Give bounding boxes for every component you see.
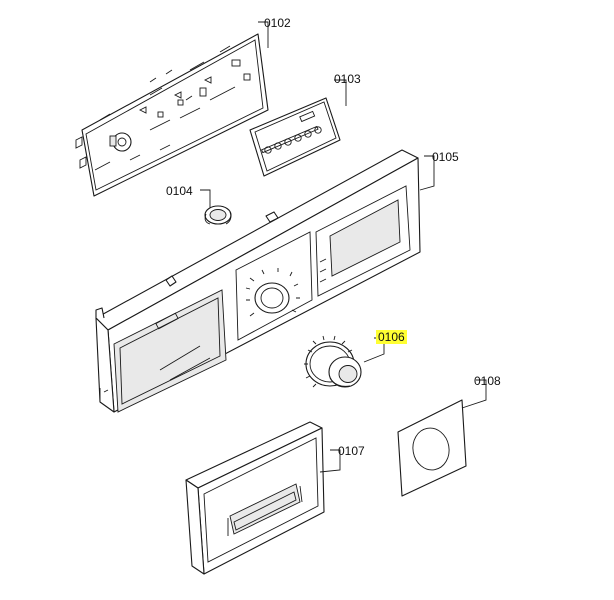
round-plate-part-0108[interactable] [397, 399, 467, 497]
control-panel-part-0105[interactable] [95, 149, 421, 413]
leader-lines [200, 21, 487, 473]
key-panel-part-0103[interactable] [249, 97, 341, 177]
drawer-front-part-0107[interactable] [185, 421, 325, 575]
small-knob-part-0104[interactable] [204, 205, 232, 225]
label-0108: 0108 [474, 374, 501, 388]
label-0107: 0107 [338, 444, 365, 458]
programme-knob-part-0106[interactable] [304, 335, 362, 388]
label-0106-highlighted: 0106 [376, 330, 407, 344]
label-0105: 0105 [432, 150, 459, 164]
label-0104: 0104 [166, 184, 193, 198]
control-board-part-0102[interactable] [75, 33, 269, 197]
label-0103: 0103 [334, 72, 361, 86]
label-0102: 0102 [264, 16, 291, 30]
